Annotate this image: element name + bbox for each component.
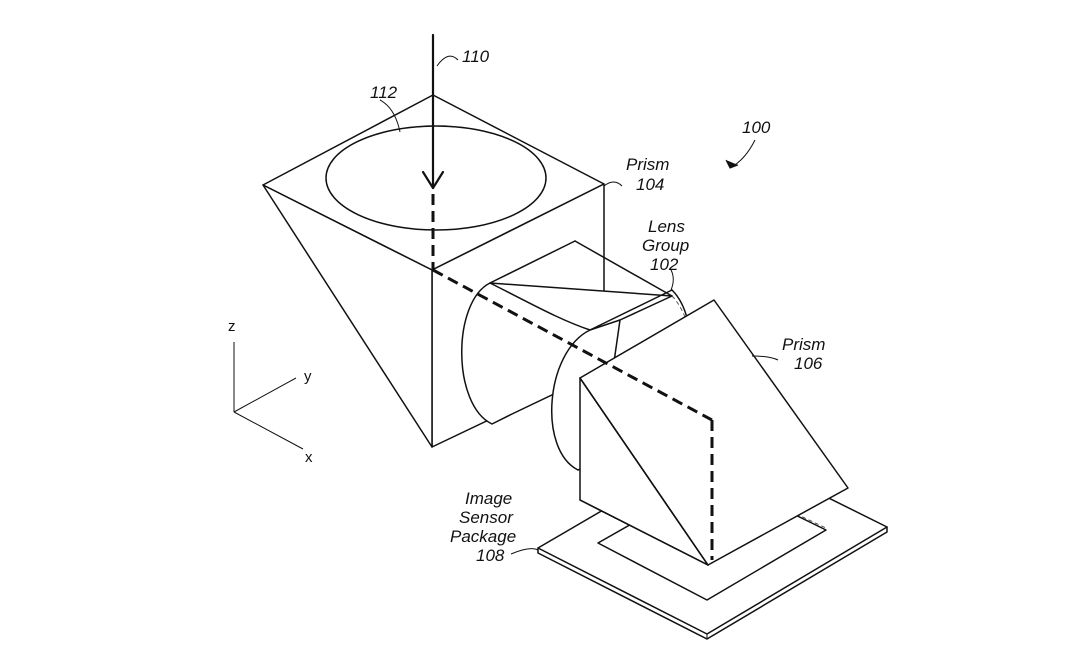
aperture-112 [325, 125, 547, 231]
label-sensor-num: 108 [476, 546, 505, 565]
label-112: 112 [370, 83, 398, 102]
axis-z-label: z [228, 318, 236, 335]
label-prism-104-name: Prism [626, 155, 669, 174]
axis-y-label: y [304, 368, 312, 385]
label-prism-106-name: Prism [782, 335, 825, 354]
label-100: 100 [742, 118, 771, 137]
optical-path [421, 33, 714, 560]
label-lens-line2: Group [642, 236, 689, 255]
label-prism-104-num: 104 [636, 175, 664, 194]
reference-labels: 110 112 100 Prism 104 Lens Group 102 Pri… [370, 47, 825, 565]
coordinate-axes: z y x [228, 318, 313, 466]
label-sensor-line2: Sensor [459, 508, 514, 527]
label-lens-num: 102 [650, 255, 679, 274]
label-sensor-line3: Package [450, 527, 516, 546]
label-sensor-line1: Image [465, 489, 512, 508]
prism-106 [579, 295, 849, 566]
label-prism-106-num: 106 [794, 354, 823, 373]
label-110: 110 [462, 47, 490, 66]
leader-lines [379, 55, 779, 555]
label-lens-line1: Lens [648, 217, 685, 236]
axis-x-label: x [305, 449, 313, 466]
